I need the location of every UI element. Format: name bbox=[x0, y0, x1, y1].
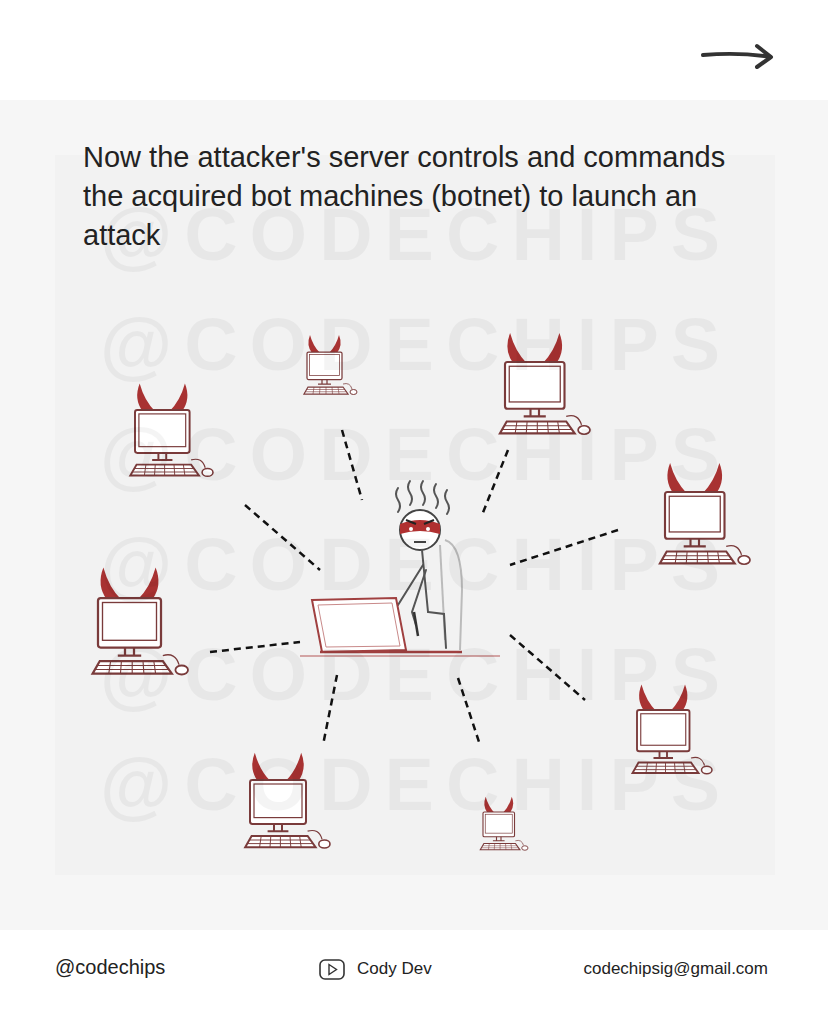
watermark: @CODECHIPS bbox=[100, 192, 732, 277]
watermark: @CODECHIPS bbox=[100, 632, 732, 717]
watermark: @CODECHIPS bbox=[100, 302, 732, 387]
footer-handle: @codechips bbox=[55, 956, 165, 979]
bot-computers bbox=[93, 333, 750, 850]
watermark-panel bbox=[55, 155, 775, 875]
youtube-icon bbox=[320, 960, 344, 979]
panel-ground bbox=[0, 100, 828, 930]
watermark: @CODECHIPS bbox=[100, 522, 732, 607]
next-arrow bbox=[703, 46, 771, 67]
contact-email: codechipsig@gmail.com bbox=[583, 959, 768, 979]
watermark: @CODECHIPS bbox=[100, 742, 732, 827]
channel-name: Cody Dev bbox=[357, 959, 432, 979]
watermark: @CODECHIPS bbox=[100, 412, 732, 497]
